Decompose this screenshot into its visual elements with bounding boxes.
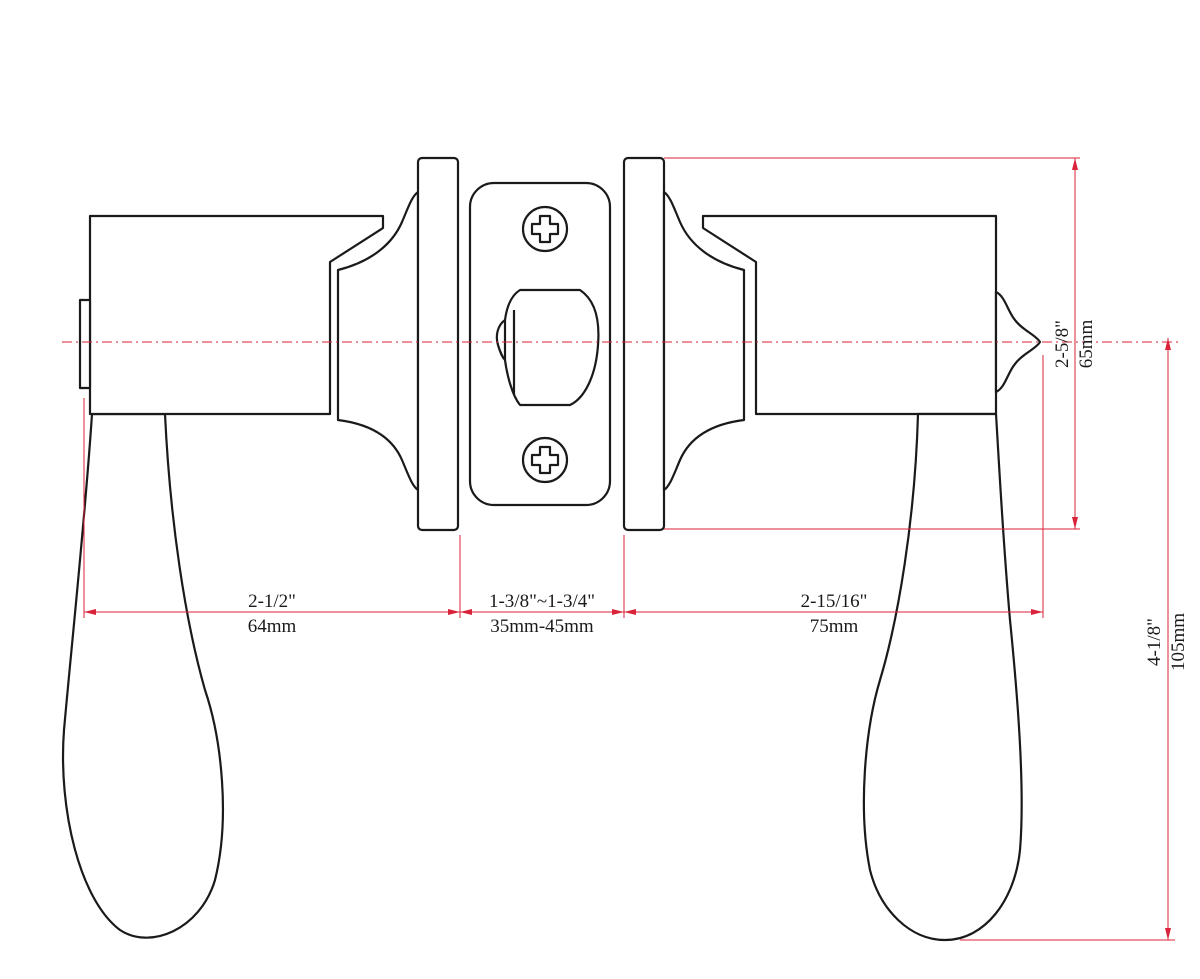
lever-length-imperial: 4-1/8" (1144, 618, 1165, 666)
extension-lines (83, 157, 1175, 941)
rose-diameter-imperial: 2-5/8" (1052, 320, 1073, 368)
dim-left-rose-projection: 2-1/2" 64mm (84, 591, 460, 637)
dim-rose-diameter: 2-5/8" 65mm (1052, 158, 1097, 529)
door-thickness-imperial: 1-3/8"~1-3/4" (489, 591, 595, 612)
right-lever-blade (862, 412, 1023, 942)
door-thickness-metric: 35mm-45mm (490, 616, 594, 637)
left-lever-hub (88, 214, 385, 416)
left-end-cap (78, 298, 92, 390)
lever-length-metric: 105mm (1168, 613, 1189, 671)
latch-faceplate (468, 181, 612, 507)
right-rose-plate (622, 156, 666, 532)
left-rose-projection-metric: 64mm (248, 616, 297, 637)
left-lever-assembly (61, 156, 460, 939)
bottom-screw-icon (521, 436, 569, 484)
right-rose-projection-metric: 75mm (810, 616, 859, 637)
dim-right-rose-projection: 2-15/16" 75mm (624, 591, 1043, 637)
right-neck (662, 190, 746, 492)
dim-lever-length: 4-1/8" 105mm (1144, 338, 1189, 940)
dim-door-thickness: 1-3/8"~1-3/4" 35mm-45mm (460, 591, 624, 637)
left-lever-blade (61, 412, 225, 939)
rose-diameter-metric: 65mm (1076, 320, 1097, 369)
left-rose-plate (416, 156, 460, 532)
left-rose-projection-imperial: 2-1/2" (248, 591, 296, 612)
right-lever-hub (701, 214, 998, 416)
right-rose-projection-imperial: 2-15/16" (801, 591, 868, 612)
latch-bolt-opening (503, 288, 600, 407)
right-lever-assembly (622, 156, 1042, 942)
top-screw-icon (521, 205, 569, 253)
